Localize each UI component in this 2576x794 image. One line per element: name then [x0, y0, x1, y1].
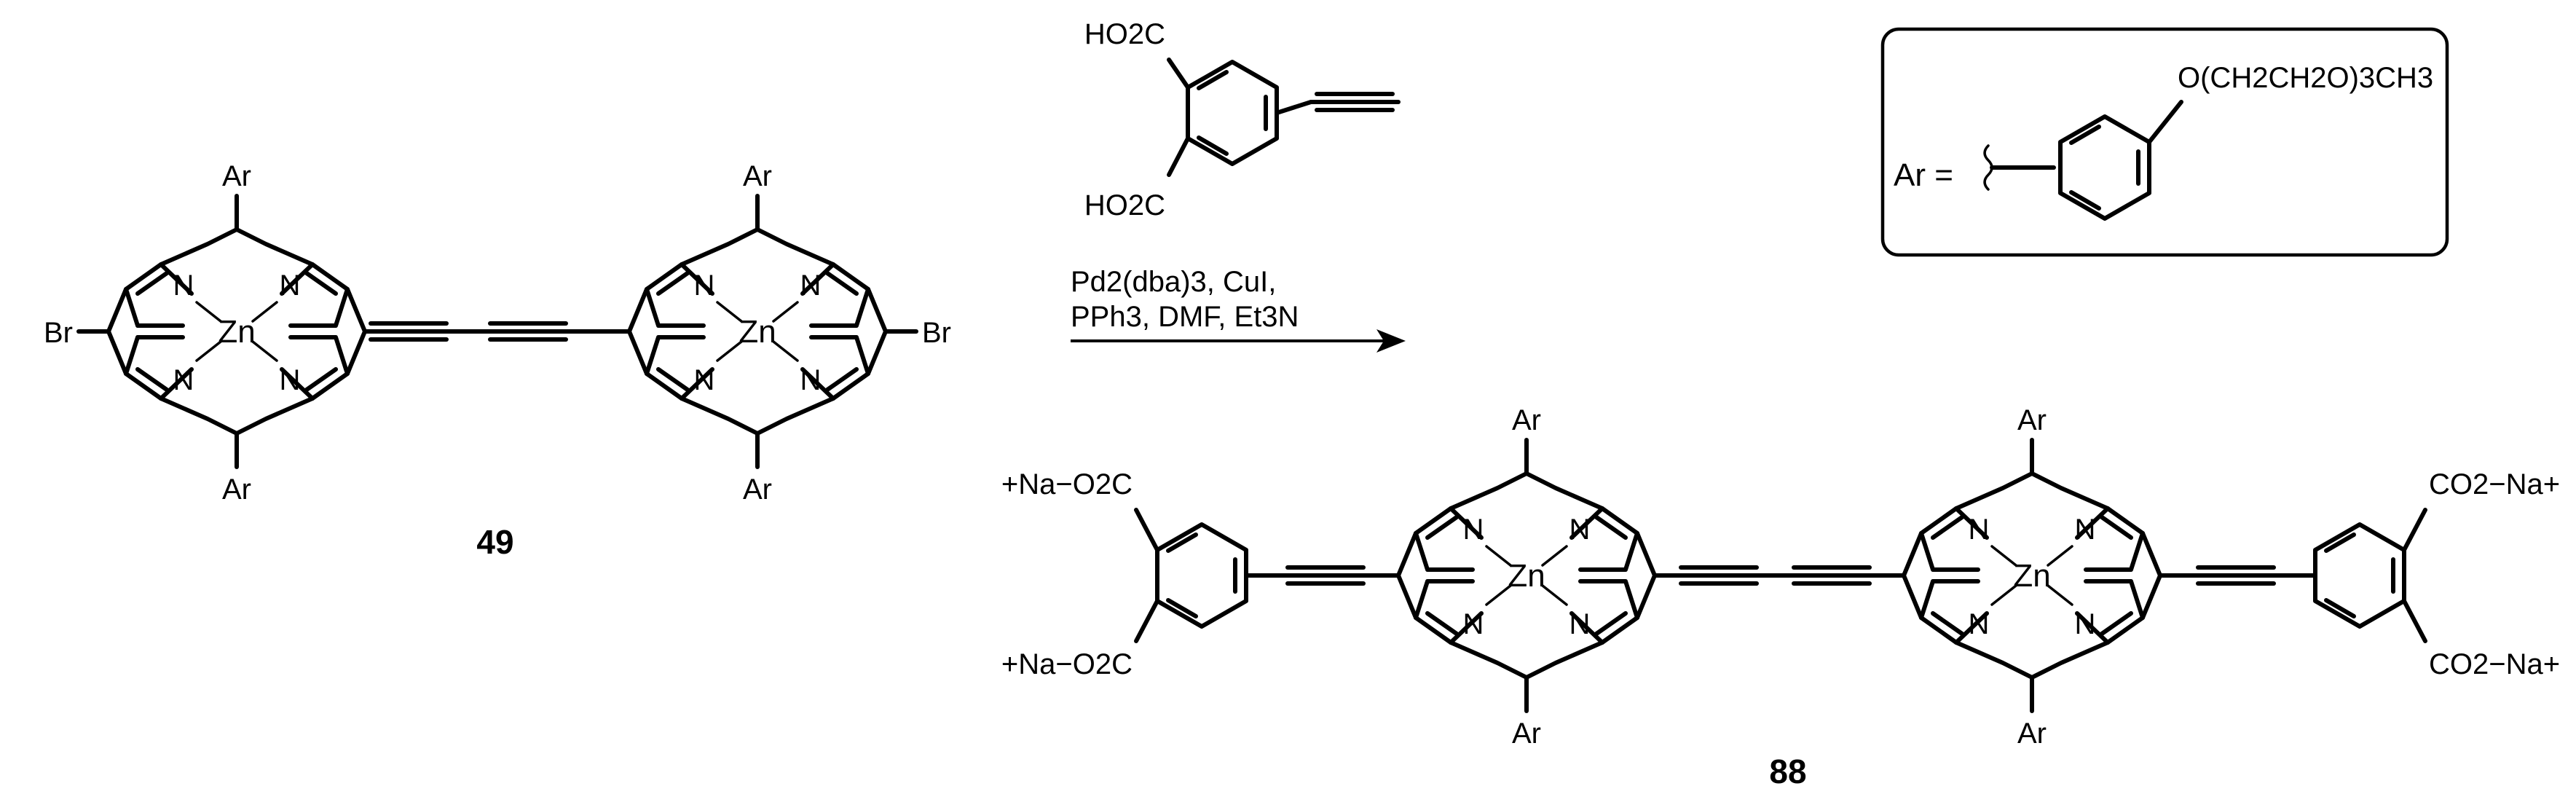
- n-atom-label: N: [1969, 608, 1990, 640]
- aryl-label: Ar: [2017, 404, 2047, 436]
- reactant-49: Zn N N N N Ar Ar Br Zn N N N N Ar Ar Br: [44, 160, 951, 561]
- reagent-bottom-acid-label: HO2C: [1084, 189, 1165, 221]
- aryl-label: Ar: [743, 473, 772, 506]
- aryl-label: Ar: [222, 473, 251, 506]
- product-porphyrin-right: Zn N N N N Ar Ar: [1904, 404, 2160, 750]
- conditions-line-1: Pd2(dba)3, CuI,: [1071, 266, 1276, 298]
- reagent-isophthalic-alkyne: HO2C HO2C: [1084, 18, 1398, 221]
- sodium-carboxylate-label: +Na−O2C: [1001, 648, 1133, 680]
- n-atom-label: N: [2075, 514, 2096, 546]
- n-atom-label: N: [694, 364, 715, 396]
- zn-atom-label: Zn: [1508, 558, 1545, 594]
- ar-substituent-label: O(CH2CH2O)3CH3: [2178, 62, 2433, 94]
- n-atom-label: N: [2075, 608, 2096, 640]
- n-atom-label: N: [800, 270, 822, 302]
- diyne-linker: [365, 323, 572, 339]
- zn-atom-label: Zn: [738, 314, 776, 350]
- n-atom-label: N: [173, 364, 194, 396]
- n-atom-label: N: [280, 270, 301, 302]
- sodium-carboxylate-label: +Na−O2C: [1001, 468, 1133, 500]
- aryl-label: Ar: [743, 160, 772, 192]
- product-88: +Na−O2C +Na−O2C Zn N N N N Ar Ar Zn: [1001, 404, 2560, 790]
- n-atom-label: N: [1463, 514, 1484, 546]
- reagent-top-acid-label: HO2C: [1084, 18, 1165, 50]
- product-diyne-linker: [1653, 567, 1906, 583]
- compound-number-49: 49: [476, 523, 513, 561]
- sodium-carboxylate-label: CO2−Na+: [2429, 468, 2560, 500]
- n-atom-label: N: [1463, 608, 1484, 640]
- n-atom-label: N: [1969, 514, 1990, 546]
- bromine-label: Br: [44, 317, 73, 349]
- n-atom-label: N: [173, 270, 194, 302]
- porphyrin-right: Zn N N N N Ar Ar Br: [570, 160, 951, 506]
- aryl-label: Ar: [2017, 718, 2047, 750]
- aryl-label: Ar: [222, 160, 251, 192]
- left-isophthalate: +Na−O2C +Na−O2C: [1001, 468, 1401, 680]
- n-atom-label: N: [280, 364, 301, 396]
- zn-atom-label: Zn: [218, 314, 255, 350]
- porphyrin-left: Zn N N N N Ar Ar Br: [44, 160, 365, 506]
- n-atom-label: N: [1569, 608, 1591, 640]
- right-isophthalate: CO2−Na+ CO2−Na+: [2158, 468, 2560, 680]
- zn-atom-label: Zn: [2013, 558, 2050, 594]
- compound-number-88: 88: [1769, 752, 1806, 790]
- sodium-carboxylate-label: CO2−Na+: [2429, 648, 2560, 680]
- n-atom-label: N: [800, 364, 822, 396]
- bromine-label: Br: [922, 317, 951, 349]
- conditions-line-2: PPh3, DMF, Et3N: [1071, 301, 1299, 333]
- reaction-arrow: [1071, 329, 1406, 353]
- aryl-definition-box: Ar = O(CH2CH2O)3CH3: [1880, 27, 2449, 257]
- n-atom-label: N: [1569, 514, 1591, 546]
- aryl-label: Ar: [1512, 404, 1541, 436]
- aryl-label: Ar: [1512, 718, 1541, 750]
- product-porphyrin-left: Zn N N N N Ar Ar: [1398, 404, 1655, 750]
- ar-equals-label: Ar =: [1894, 157, 1953, 193]
- n-atom-label: N: [694, 270, 715, 302]
